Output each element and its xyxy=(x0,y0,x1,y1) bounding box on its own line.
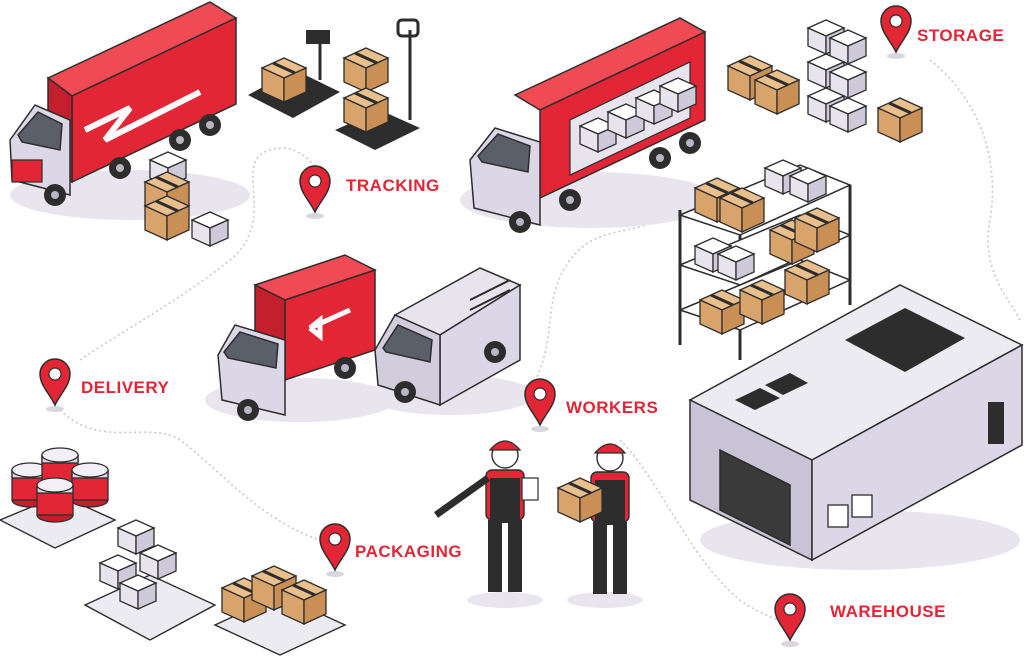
red-box-truck-middle xyxy=(205,254,395,422)
crates-on-pallet xyxy=(83,519,217,641)
location-pin-icon xyxy=(880,5,912,60)
location-pin-icon xyxy=(319,523,351,578)
delivery-label: DELIVERY xyxy=(81,378,170,397)
storage-shelves xyxy=(677,159,852,360)
location-pin-icon xyxy=(299,165,331,220)
route-lines xyxy=(59,59,1021,626)
warehouse-label: WAREHOUSE xyxy=(830,602,946,621)
tracking-label: TRACKING xyxy=(346,176,440,195)
worker-pointing xyxy=(433,440,543,608)
gray-van xyxy=(365,267,535,415)
location-pin-icon xyxy=(39,358,71,413)
red-truck-top-center xyxy=(460,17,720,233)
barrels-on-pallet xyxy=(0,447,117,549)
storage-label: STORAGE xyxy=(917,26,1005,45)
location-pin-icon xyxy=(774,593,806,648)
location-pin-icon xyxy=(524,378,556,433)
scale-and-pallet-jack xyxy=(248,18,420,150)
worker-carrying-box xyxy=(556,443,643,608)
cardboard-on-pallet xyxy=(213,564,347,656)
packaging-label: PACKAGING xyxy=(355,542,463,561)
warehouse-building xyxy=(688,284,1024,570)
workers-label: WORKERS xyxy=(566,398,659,417)
red-truck-top-left xyxy=(9,1,250,220)
